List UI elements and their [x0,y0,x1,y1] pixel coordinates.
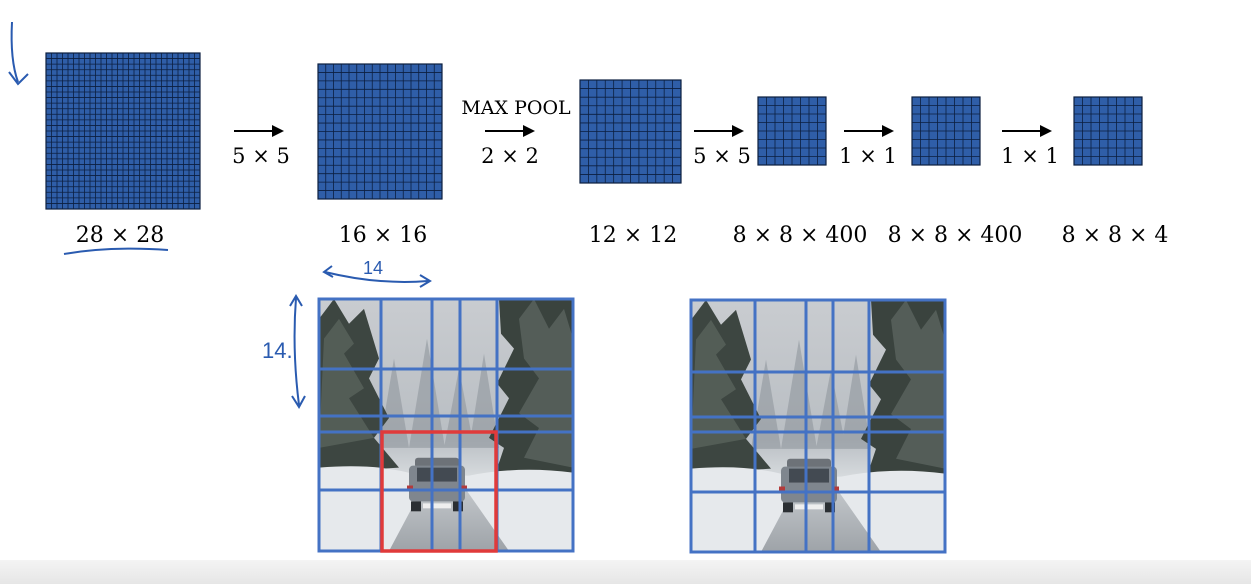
layer-grid-12x12 [579,79,682,184]
layer-label-5: 8 × 8 × 4 [1062,223,1169,248]
photo-grid-lines-right [689,298,947,554]
bottom-bar [0,560,1251,584]
transition-label-0: 5 × 5 [232,144,290,168]
transition-1: MAX POOL 2 × 2 [461,97,571,168]
layer-grid-8x8x400-a [757,96,827,166]
transition-above-1: MAX POOL [461,97,571,119]
road-scene-photo-left [319,299,573,551]
layer-grid-8x8x400-b [911,96,981,166]
transition-label-1: 2 × 2 [481,144,539,168]
width-annotation: 14 [322,258,432,288]
layer-grid-28x28 [45,52,201,210]
height-annotation: 14. [262,294,306,409]
transition-0: 5 × 5 [232,125,290,168]
width-note: 14 [363,258,383,278]
height-note: 14. [262,338,293,363]
hand-drawn-arrow [8,21,29,86]
layer-grid-16x16 [317,63,443,200]
transition-3: 1 × 1 [839,125,897,168]
transition-label-3: 1 × 1 [839,144,897,168]
layer-label-3: 8 × 8 × 400 [733,223,868,248]
photo-grid-left [317,297,575,553]
layer-label-4: 8 × 8 × 400 [888,223,1023,248]
transition-label-2: 5 × 5 [693,144,751,168]
detection-box [380,430,498,553]
layer-label-2: 12 × 12 [589,223,677,248]
transition-2: 5 × 5 [693,125,751,168]
transition-label-4: 1 × 1 [1001,144,1059,168]
transition-4: 1 × 1 [1001,125,1059,168]
road-scene-photo-right [691,300,945,552]
photo-grid-right [689,298,947,554]
layer-label-0: 28 × 28 [76,223,164,248]
layer-grid-8x8x4 [1073,96,1143,166]
hand-drawn-underline [63,247,169,255]
layer-label-1: 16 × 16 [339,223,427,248]
